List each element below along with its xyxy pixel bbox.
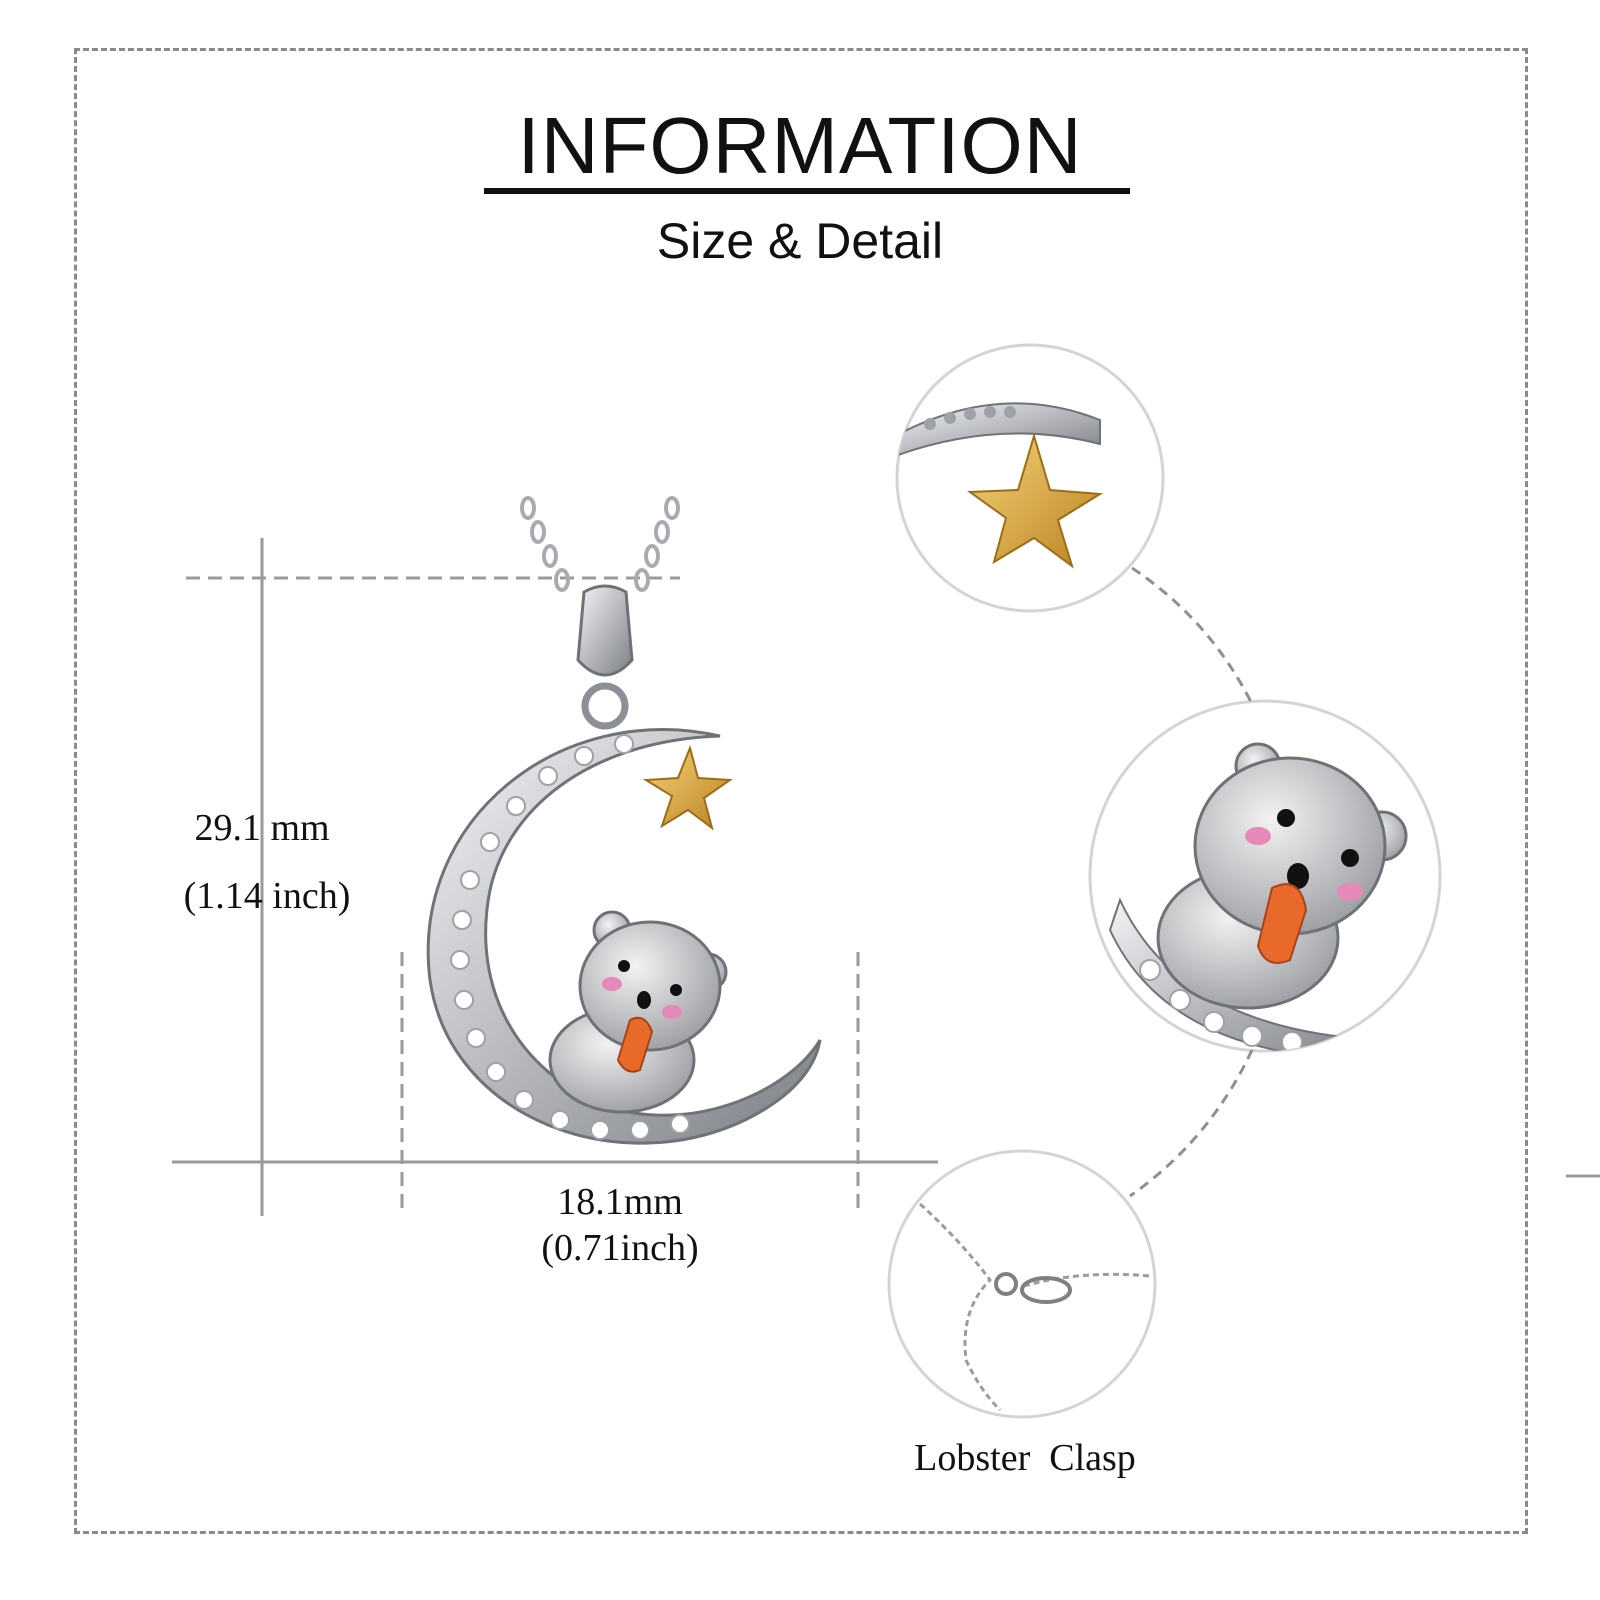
gold-star	[642, 744, 733, 831]
koala-figure	[548, 910, 728, 1114]
detail-circle-star	[895, 343, 1165, 613]
title-underline	[484, 188, 1130, 194]
detail-connectors	[1129, 566, 1254, 1198]
width-inch-label: (0.71inch)	[541, 1227, 699, 1269]
moon-gemstones	[450, 734, 690, 1140]
page-title: INFORMATION	[517, 101, 1083, 190]
clasp-label: Lobster Clasp	[914, 1437, 1136, 1479]
height-inch-label: (1.14 inch)	[183, 875, 351, 917]
pendant-chain	[520, 496, 680, 592]
jump-ring	[581, 682, 629, 730]
crescent-moon	[426, 728, 822, 1145]
measurement-guides	[172, 538, 938, 1216]
detail-circle-koala	[1088, 699, 1442, 1053]
pendant-bail	[576, 584, 634, 677]
dashed-border-frame	[74, 48, 1528, 1534]
height-mm-label: 29.1 mm	[194, 807, 330, 849]
detail-circle-clasp	[887, 1149, 1157, 1419]
width-mm-label: 18.1mm	[557, 1181, 683, 1223]
page-subtitle: Size & Detail	[656, 213, 944, 269]
